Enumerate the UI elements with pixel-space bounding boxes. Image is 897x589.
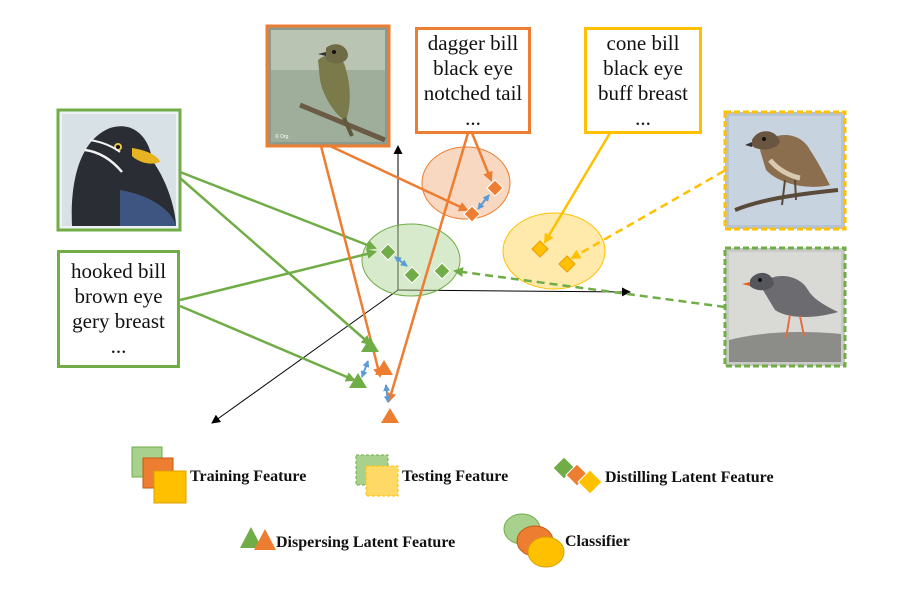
attribute-box-yellow: cone bill black eye buff breast ... [584, 27, 702, 134]
legend-training-label: Training Feature [190, 468, 307, 485]
triangle-orange [375, 360, 393, 375]
legend-dispersing-icon [240, 527, 276, 550]
attribute-line: ... [465, 105, 481, 130]
triangle-green [349, 373, 367, 388]
diamond-orange [463, 205, 481, 223]
triangle-orange [381, 408, 399, 423]
triangle-green [361, 337, 379, 352]
diamond-green [433, 262, 451, 280]
attribute-box-orange: dagger bill black eye notched tail ... [415, 27, 531, 134]
diamond-yellow [558, 255, 576, 273]
yellow-arrows [543, 132, 725, 260]
legend-classifier-icon [503, 513, 565, 568]
svg-text:© Org: © Org [275, 133, 289, 140]
green-arrows [179, 170, 726, 382]
attribute-line: black eye [433, 55, 513, 80]
classifier-green [361, 223, 461, 297]
legend-testing-icon [355, 454, 399, 497]
attribute-line: notched tail [423, 80, 523, 105]
photo-train-green [56, 108, 182, 232]
photo-test-yellow [723, 110, 847, 231]
legend-classifier-label: Classifier [565, 533, 630, 550]
attribute-line: buff breast [598, 80, 688, 105]
attribute-box-green: hooked bill brown eye gery breast ... [57, 250, 180, 368]
attribute-line: gery breast [72, 309, 165, 333]
attribute-line: black eye [603, 55, 683, 80]
diamond-green [403, 266, 421, 284]
legend-distilling-label: Distilling Latent Feature [605, 469, 774, 486]
diamond-yellow [531, 240, 549, 258]
diamond-orange [486, 179, 504, 197]
attribute-line: hooked bill [70, 259, 167, 283]
legend-training-icon [131, 446, 187, 504]
attribute-line: dagger bill [427, 30, 519, 55]
attribute-line: ... [110, 334, 127, 358]
attribute-line: ... [635, 105, 651, 130]
legend-distilling-icon [552, 456, 603, 495]
photo-train-orange: © Org [265, 24, 391, 148]
dispersing-features [349, 337, 399, 423]
classifier-yellow [502, 212, 606, 290]
attribute-line: cone bill [606, 30, 680, 55]
legend-testing-label: Testing Feature [402, 468, 509, 485]
diamond-green [379, 243, 397, 261]
distilling-features [379, 179, 576, 284]
blue-distance-arrows [360, 194, 490, 403]
attribute-line: brown eye [74, 284, 163, 308]
photo-test-green [723, 246, 847, 368]
legend-dispersing-label: Dispersing Latent Feature [276, 534, 456, 551]
